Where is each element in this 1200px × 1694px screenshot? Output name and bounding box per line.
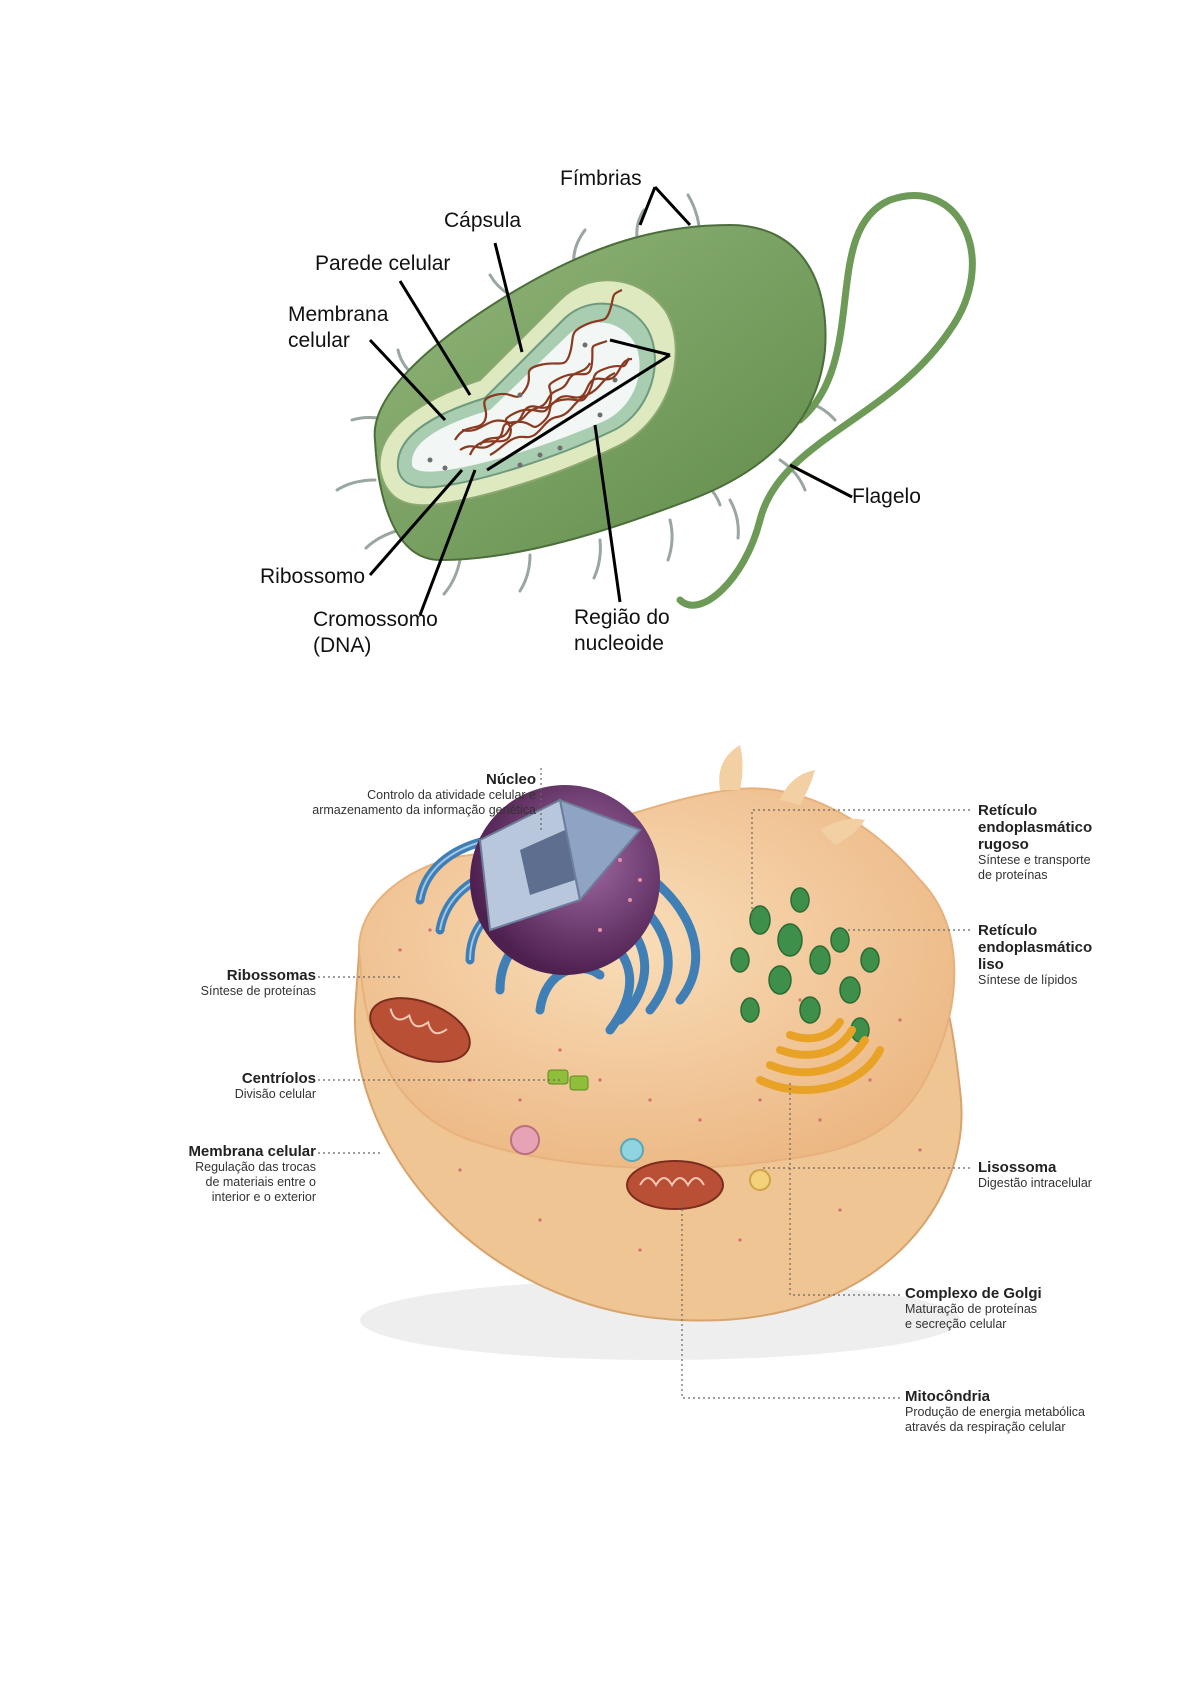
label-parede-celular: Parede celular: [315, 252, 451, 275]
bacteria-leader-lines: [368, 185, 853, 616]
golgi-title: Complexo de Golgi: [905, 1285, 1042, 1302]
label-fimbrias: Fímbrias: [560, 167, 642, 190]
flagellum: [676, 192, 976, 609]
ribosomes: [427, 342, 618, 471]
nucleo-desc-1: Controlo da atividade celular e: [367, 788, 536, 802]
golgi-desc-1: Maturação de proteínas: [905, 1302, 1038, 1316]
rel-title-3: liso: [978, 956, 1004, 973]
rel-desc-1: Síntese de lípidos: [978, 973, 1078, 987]
label-membrana-celular-animal: Membrana celular Regulação das trocas de…: [188, 1143, 316, 1205]
nucleo-title: Núcleo: [485, 771, 536, 788]
rer-desc-2: de proteínas: [978, 868, 1048, 882]
animal-cell-illustration: [318, 745, 970, 1399]
centriolos-title: Centríolos: [241, 1070, 316, 1087]
label-flagelo: Flagelo: [852, 485, 921, 508]
membrana-title: Membrana celular: [188, 1143, 316, 1160]
ribossomas-title: Ribossomas: [226, 967, 316, 984]
membrana-desc-1: Regulação das trocas: [195, 1160, 316, 1174]
label-reticulo-liso: Retículo endoplasmático liso Síntese de …: [978, 922, 1092, 988]
label-membrana-celular: Membrana celular: [288, 302, 388, 354]
mitocondria-title: Mitocôndria: [905, 1388, 990, 1405]
rer-title-1: Retículo: [978, 802, 1038, 819]
membrana-desc-3: interior e o exterior: [211, 1190, 316, 1204]
label-centriolos: Centríolos Divisão celular: [235, 1070, 316, 1102]
label-membrana-line2: celular: [288, 329, 350, 352]
cell-leader-lines: [318, 768, 970, 1399]
centrioles: [547, 1069, 589, 1091]
label-ribossomas: Ribossomas Síntese de proteínas: [201, 967, 316, 999]
label-nucleo: Núcleo Controlo da atividade celular e a…: [312, 771, 536, 818]
rel-title-1: Retículo: [978, 922, 1038, 939]
label-capsula: Cápsula: [444, 209, 522, 232]
membrana-desc-2: de materiais entre o: [205, 1175, 316, 1189]
mitochondria: [369, 997, 724, 1210]
mitocondria-desc-1: Produção de energia metabólica: [905, 1405, 1085, 1419]
rer-title-3: rugoso: [978, 836, 1029, 853]
lisossoma-desc-1: Digestão intracelular: [978, 1176, 1092, 1190]
label-membrana-line1: Membrana: [288, 303, 389, 326]
golgi-desc-2: e secreção celular: [905, 1317, 1007, 1331]
nucleo-desc-2: armazenamento da informação genética: [312, 803, 536, 817]
label-nucleoide-line2: nucleoide: [574, 632, 664, 655]
lysosome: [749, 1169, 771, 1191]
rer-title-2: endoplasmático: [978, 819, 1093, 836]
ribossomas-desc-1: Síntese de proteínas: [200, 984, 316, 998]
label-cromossomo-line2: (DNA): [313, 634, 372, 657]
nucleus: [470, 785, 660, 975]
bacteria-illustration: [335, 185, 976, 616]
mitocondria-desc-2: através da respiração celular: [905, 1420, 1066, 1434]
golgi: [756, 1018, 884, 1094]
label-lisossoma: Lisossoma Digestão intracelular: [978, 1159, 1092, 1191]
label-mitocondria: Mitocôndria Produção de energia metabóli…: [905, 1388, 1085, 1435]
label-regiao-nucleoide: Região do nucleoide: [574, 605, 670, 657]
label-nucleoide-line1: Região do: [574, 606, 670, 629]
lisossoma-title: Lisossoma: [978, 1159, 1057, 1176]
cell-surface: [358, 787, 956, 1170]
label-complexo-golgi: Complexo de Golgi Maturação de proteínas…: [905, 1285, 1042, 1332]
label-ribossomo: Ribossomo: [260, 565, 366, 588]
chromosome-dna: [454, 288, 633, 456]
label-reticulo-rugoso: Retículo endoplasmático rugoso Síntese e…: [978, 802, 1092, 883]
label-cromossomo-line1: Cromossomo: [313, 608, 438, 631]
centriolos-desc-1: Divisão celular: [234, 1087, 316, 1101]
rel-title-2: endoplasmático: [978, 939, 1093, 956]
rer-desc-1: Síntese e transporte: [978, 853, 1091, 867]
smooth-er: [730, 887, 880, 1043]
label-cromossomo: Cromossomo (DNA): [313, 607, 438, 659]
cytoplasm: [411, 322, 640, 472]
